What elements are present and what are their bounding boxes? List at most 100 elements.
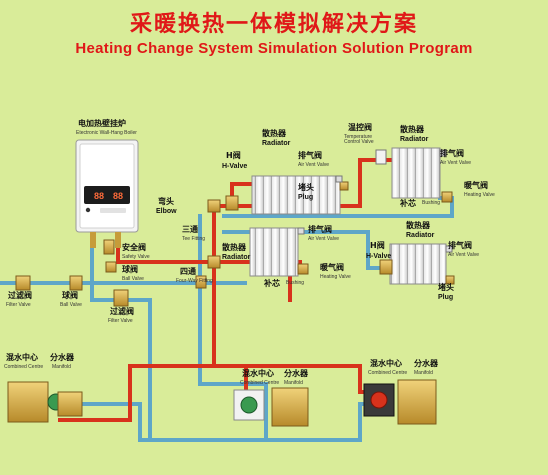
boiler-label: 电加热壁挂炉 — [78, 119, 126, 128]
temp-valve-icon — [375, 149, 387, 165]
radiator-top-left — [251, 175, 341, 215]
plug-top-icon — [339, 181, 349, 191]
boiler-display-right: 88 — [113, 191, 123, 201]
mixing-centre-right — [363, 383, 395, 417]
tee-label: 三通 — [182, 225, 198, 234]
filter-valve-left-label: 过滤阀 — [8, 291, 32, 300]
elbow-label-en: Elbow — [156, 208, 177, 215]
tee-fitting-icon — [207, 255, 221, 269]
air-vent-mid-left-label: 排气阀 — [308, 225, 332, 234]
air-vent-top-left-label-en: Air Vent Valve — [298, 162, 330, 168]
boiler-display — [84, 186, 130, 204]
heating-valve-top-icon — [441, 191, 453, 203]
manifold-left — [57, 391, 83, 417]
heating-valve-mid-icon — [297, 263, 309, 275]
mix-centre-mid-label-en: Combined Centre — [240, 380, 280, 386]
air-vent-top-right-label: 排气阀 — [440, 149, 464, 158]
cross-label-en: Four-Way Fitting — [176, 278, 213, 284]
supply-top-right — [358, 158, 402, 208]
temp-valve-label: 温控阀 — [348, 123, 372, 132]
air-vent-mid-left-label-en: Air Vent Valve — [308, 236, 340, 242]
ball-valve-left-label-en: Ball Valve — [60, 302, 82, 308]
radiator-top-left-label: 散热器 — [262, 129, 286, 138]
radiator-top-right — [391, 147, 441, 199]
page-title: 采暖换热一体模拟解决方案 — [129, 12, 418, 37]
manifold-left-label: 分水器 — [50, 353, 74, 362]
radiator-top-left-label-en: Radiator — [262, 140, 291, 147]
elbow-icon — [207, 199, 221, 213]
safety-valve-label-en: Safety Valve — [122, 254, 150, 260]
radiator-top-right-label-en: Radiator — [400, 136, 429, 143]
radiator-mid-right — [389, 243, 447, 285]
plug-mid-label: 堵头 — [438, 283, 454, 292]
manifold-left-label-en: Manifold — [52, 364, 71, 370]
bushing-mid-label: 补芯 — [264, 279, 280, 288]
manifold-right — [397, 379, 437, 425]
h-valve-mid-label-en: H-Valve — [366, 253, 392, 260]
boiler-supply-out — [116, 246, 216, 264]
manifold-mid-label-en: Manifold — [284, 380, 303, 386]
air-vent-mid-right-icon — [445, 245, 453, 253]
bushing-top-label-en: Bushing — [422, 200, 441, 206]
manifold-right-label-en: Manifold — [414, 370, 433, 376]
ball-valve-right-label-en: Ball Valve — [122, 276, 144, 282]
manifold-right-label: 分水器 — [414, 359, 438, 368]
mixing-centre-mid — [233, 389, 265, 421]
plug-top-label: 堵头 — [298, 183, 314, 192]
mixing-centre-left — [7, 381, 65, 423]
radiator-top-right-label: 散热器 — [400, 125, 424, 134]
heating-valve-top-label: 暖气阀 — [464, 181, 488, 190]
air-vent-mid-left-icon — [297, 227, 305, 235]
plug-mid-icon — [445, 275, 455, 285]
ball-valve-right-label: 球阀 — [122, 265, 138, 274]
mix-centre-mid-label: 混水中心 — [242, 369, 274, 378]
fittings — [15, 149, 455, 307]
boiler-power-button — [85, 207, 91, 213]
cross-fitting-icon — [195, 275, 207, 289]
elbow-label: 弯头 — [158, 197, 174, 206]
bushing-top-label: 补芯 — [400, 199, 416, 208]
radiator-mid-left-label: 散热器 — [222, 243, 246, 252]
air-vent-top-right-icon — [439, 149, 447, 157]
heating-valve-top-label-en: Heating Valve — [464, 192, 495, 198]
boiler-label-en: Etectronic Wall-Hang Boiler — [76, 130, 137, 136]
filter-valve-mid-icon — [113, 289, 129, 307]
manifold-mid-label: 分水器 — [284, 369, 308, 378]
mix-centre-right-label: 混水中心 — [370, 359, 402, 368]
ball-valve-right-icon — [105, 261, 117, 273]
radiator-mid-right-label-en: Radiator — [406, 232, 435, 239]
ball-valve-left-icon — [69, 275, 83, 291]
air-vent-top-left-icon — [335, 175, 343, 183]
radiator-mid-left-label-en: Radiator — [222, 254, 251, 261]
bushing-mid-label-en: Bushing — [286, 280, 305, 286]
filter-valve-mid-label-en: Filter Valve — [108, 318, 133, 324]
plug-top-label-en: Plug — [298, 194, 314, 201]
tee-label-en: Tee Fitting — [182, 236, 206, 242]
h-valve-mid-icon — [379, 259, 393, 275]
air-vent-mid-right-label-en: Air Vent Valve — [448, 252, 480, 258]
filter-valve-left-label-en: Filter Valve — [6, 302, 31, 308]
air-vent-mid-right-label: 排气阀 — [448, 241, 472, 250]
boiler-display-left: 88 — [94, 191, 104, 201]
mix-centre-left-label-en: Combined Centre — [4, 364, 44, 370]
h-valve-top-label: H阀 — [226, 151, 241, 160]
mix-centre-left-label: 混水中心 — [6, 353, 38, 362]
safety-valve-label: 安全阀 — [122, 243, 146, 252]
filter-valve-mid-label: 过滤阀 — [110, 307, 134, 316]
radiator-mid-right-label: 散热器 — [406, 221, 430, 230]
manifold-mid — [271, 387, 309, 427]
return-mix-left — [26, 402, 152, 442]
heating-valve-mid-label: 暖气阀 — [320, 263, 344, 272]
h-valve-top-label-en: H-Valve — [222, 163, 248, 170]
wall-hung-boiler: 88 88 — [75, 139, 139, 248]
heating-valve-mid-label-en: Heating Valve — [320, 274, 351, 280]
boiler-return-drop — [90, 246, 152, 302]
plug-mid-label-en: Plug — [438, 294, 454, 301]
mix-centre-right-label-en: Combined Centre — [368, 370, 408, 376]
cross-label: 四通 — [180, 267, 196, 276]
page-subtitle: Heating Change System Simulation Solutio… — [75, 40, 473, 57]
supply-mix-left — [58, 364, 132, 422]
safety-valve-icon — [103, 239, 115, 255]
